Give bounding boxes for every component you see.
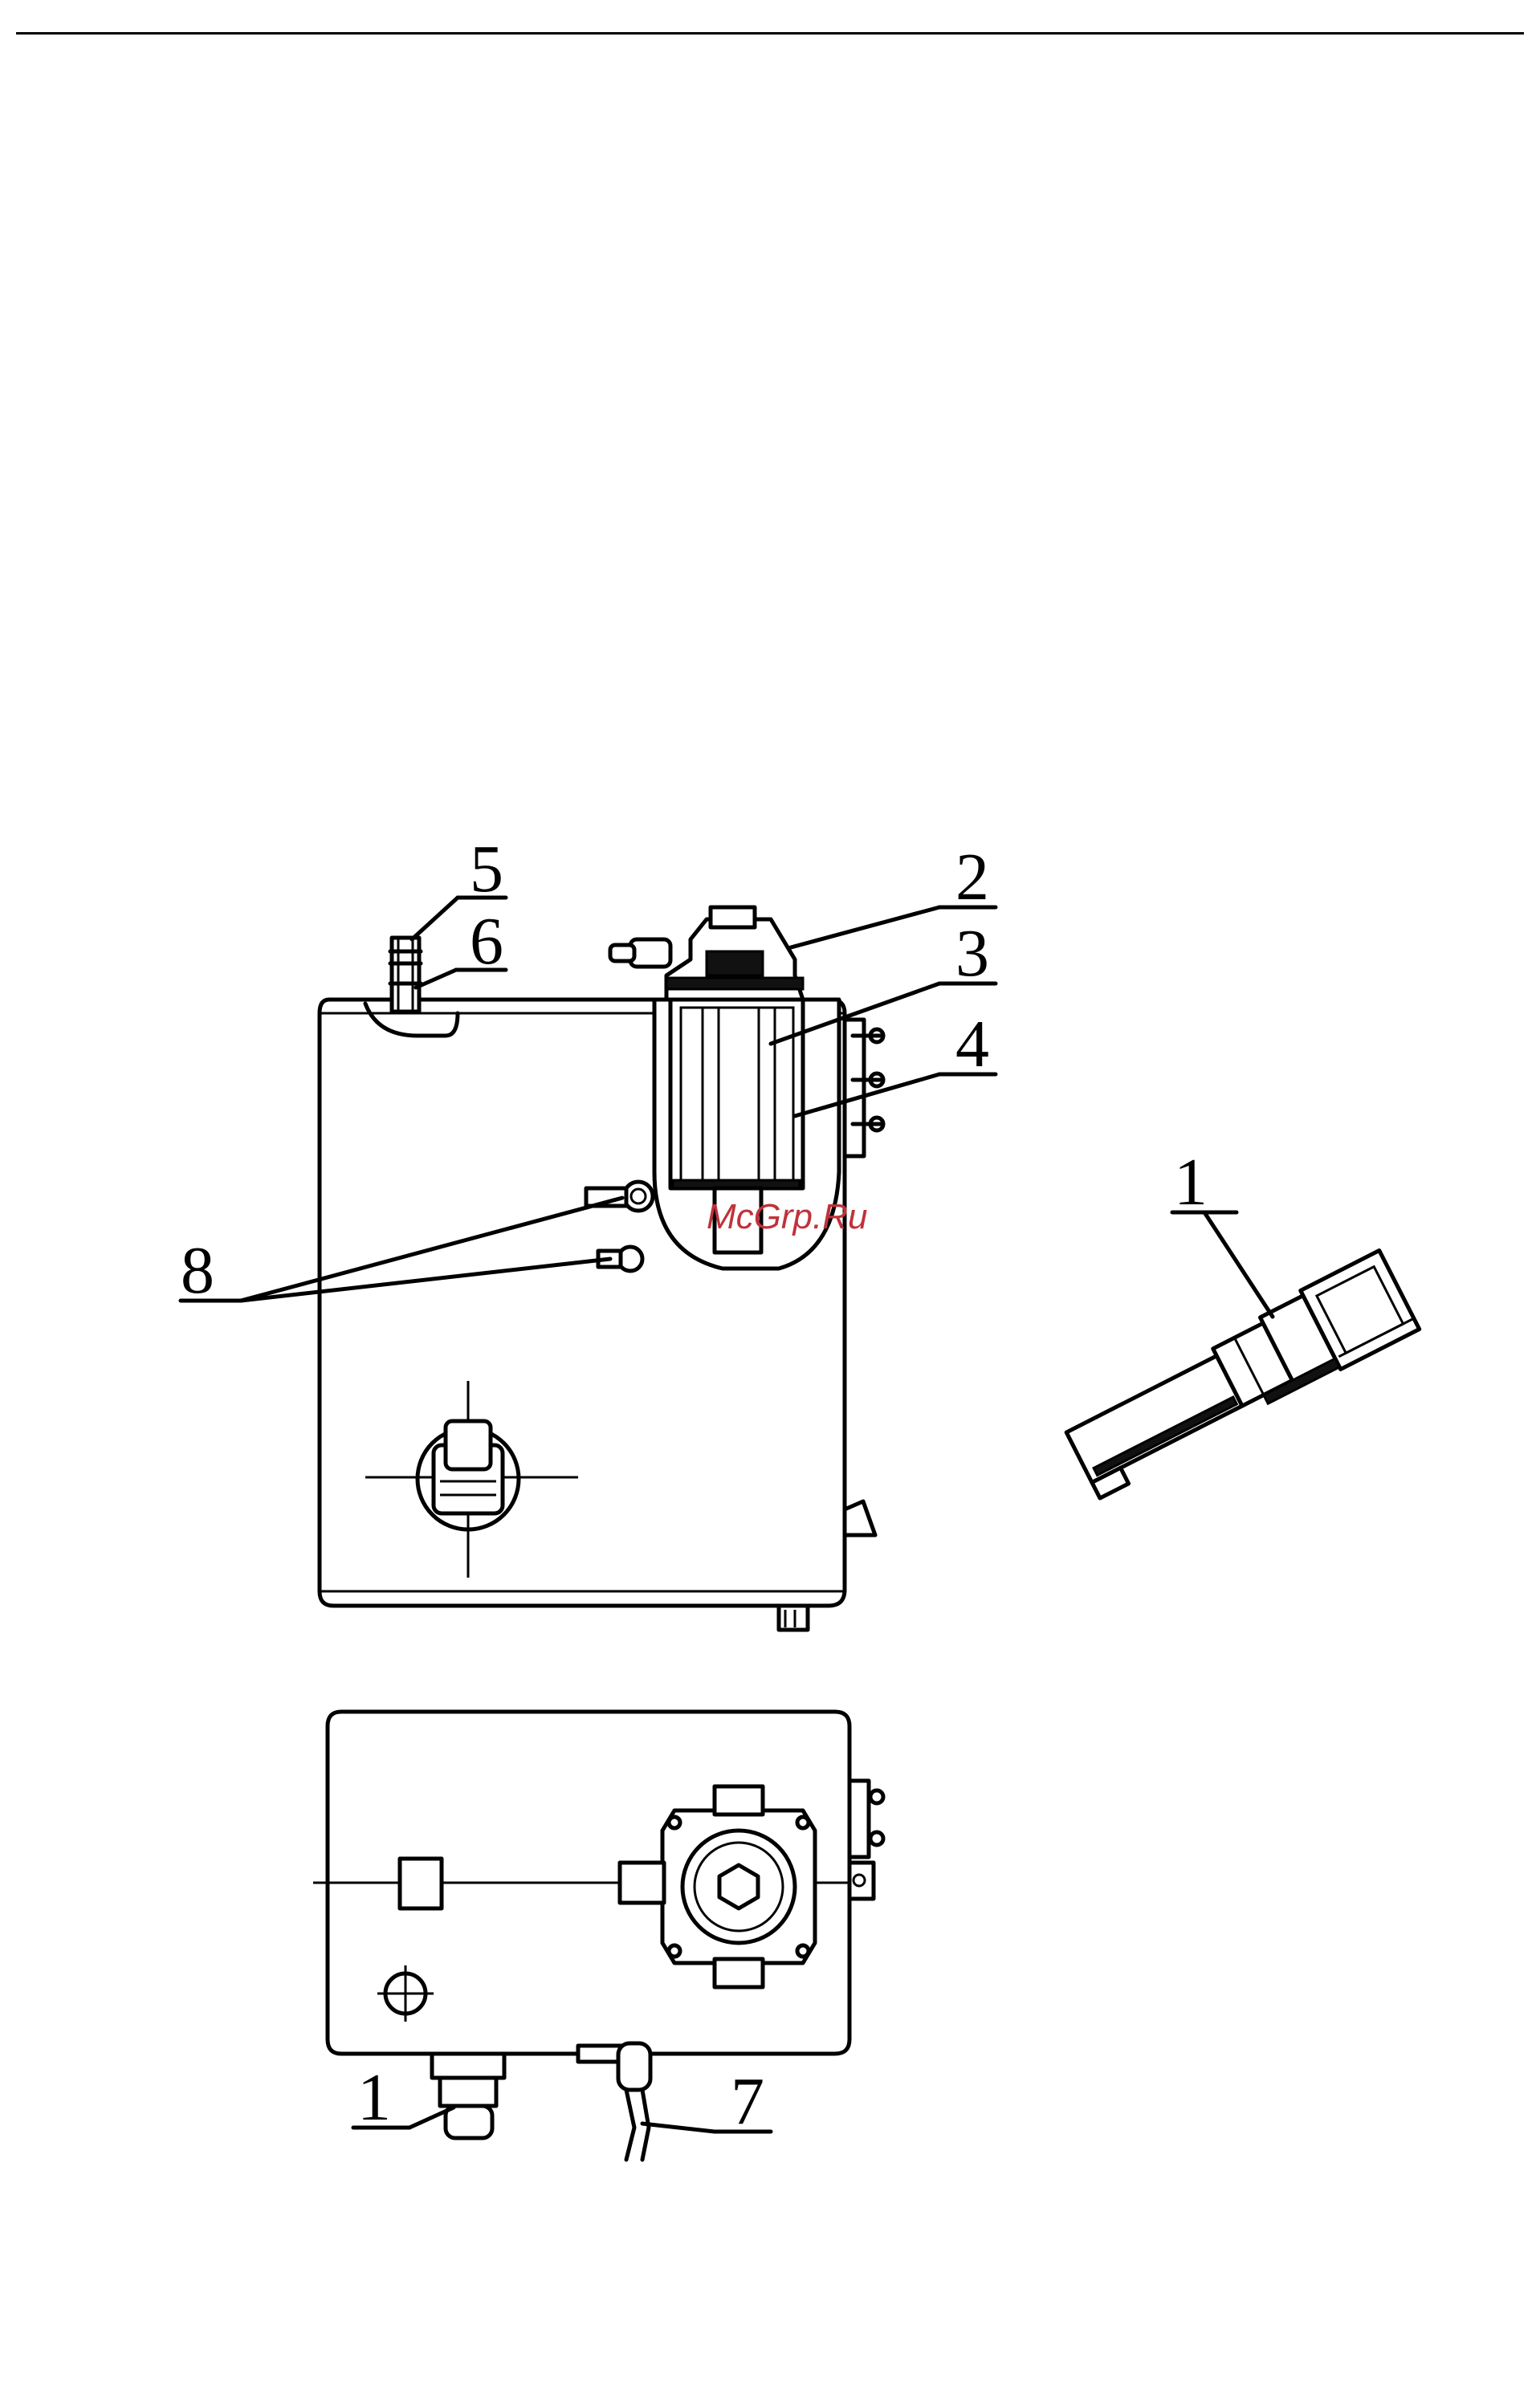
callout-1-detail: 1 — [1174, 1145, 1208, 1220]
watermark: McGrp.Ru — [707, 1197, 867, 1236]
callout-8: 8 — [181, 1233, 214, 1308]
callout-7: 7 — [731, 2064, 764, 2139]
callout-1-bottom: 1 — [357, 2060, 391, 2135]
front-view — [320, 907, 883, 1630]
mount-bracket — [845, 1020, 883, 1156]
callout-6: 6 — [470, 904, 503, 979]
callout-3: 3 — [955, 916, 989, 991]
top-view — [313, 1712, 883, 2160]
callout-2: 2 — [955, 840, 989, 914]
callout-4: 4 — [955, 1007, 989, 1081]
detail-view — [1057, 1250, 1422, 1498]
callout-5: 5 — [470, 832, 503, 906]
